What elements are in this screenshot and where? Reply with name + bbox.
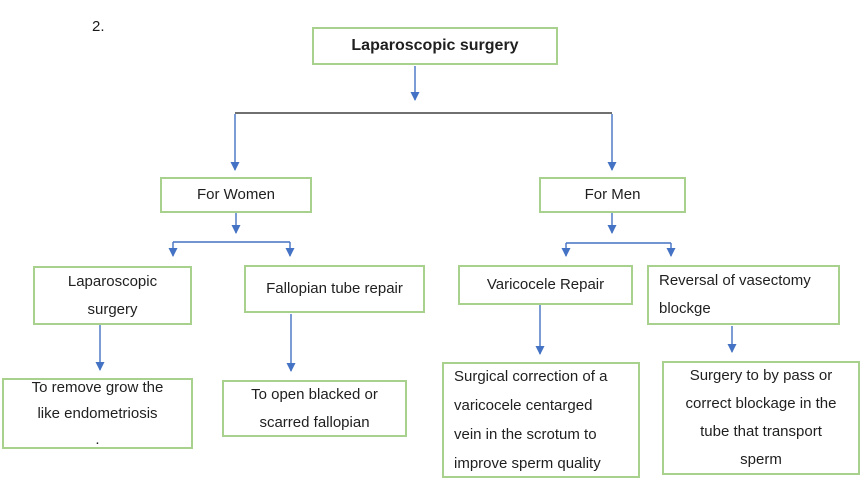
- page-number-label: 2.: [92, 18, 105, 35]
- node-text-line: varicocele centarged: [454, 397, 593, 414]
- node-text-line: Laparoscopic surgery: [351, 37, 519, 54]
- node-detail-varicocele-correction: Surgical correction of a varicocele cent…: [442, 362, 640, 478]
- node-text-line: Reversal of vasectomy: [659, 272, 811, 289]
- node-text-line: For Women: [196, 186, 276, 203]
- node-reversal-of-vasectomy: Reversal of vasectomy blockge: [647, 265, 840, 325]
- node-text-line: Laparoscopic: [67, 272, 158, 290]
- node-detail-bypass-blockage: Surgery to by pass or correct blockage i…: [662, 361, 860, 475]
- node-varicocele-repair: Varicocele Repair: [458, 265, 633, 305]
- node-text-line: improve sperm quality: [454, 455, 601, 472]
- node-text-line: scarred fallopian: [259, 413, 370, 431]
- node-text-line: blockge: [659, 300, 711, 317]
- node-fallopian-tube-repair: Fallopian tube repair: [244, 265, 425, 313]
- node-text-line: Fallopian tube repair: [266, 280, 403, 297]
- node-text-line: To open blacked or: [251, 385, 378, 403]
- node-text-line: For Men: [584, 186, 641, 203]
- node-text-line: sperm: [740, 451, 782, 468]
- node-text-line: Surgical correction of a: [454, 368, 608, 385]
- node-text-line: To remove grow the: [31, 378, 164, 396]
- node-laparoscopic-surgery-root: Laparoscopic surgery: [312, 27, 558, 65]
- node-text-line: correct blockage in the: [685, 395, 837, 412]
- node-text-line: .: [95, 430, 100, 448]
- node-text-line: Surgery to by pass or: [689, 367, 833, 384]
- node-detail-remove-growths: To remove grow the like endometriosis .: [2, 378, 193, 449]
- node-detail-open-blocked-tubes: To open blacked or scarred fallopian: [222, 380, 407, 437]
- node-text-line: tube that transport: [700, 423, 822, 440]
- node-text-line: vein in the scrotum to: [454, 426, 597, 443]
- node-text-line: like endometriosis: [37, 404, 158, 422]
- node-laparoscopic-surgery-women: Laparoscopic surgery: [33, 266, 192, 325]
- node-text-line: surgery: [87, 300, 138, 318]
- node-for-women: For Women: [160, 177, 312, 213]
- node-for-men: For Men: [539, 177, 686, 213]
- node-text-line: Varicocele Repair: [486, 276, 605, 293]
